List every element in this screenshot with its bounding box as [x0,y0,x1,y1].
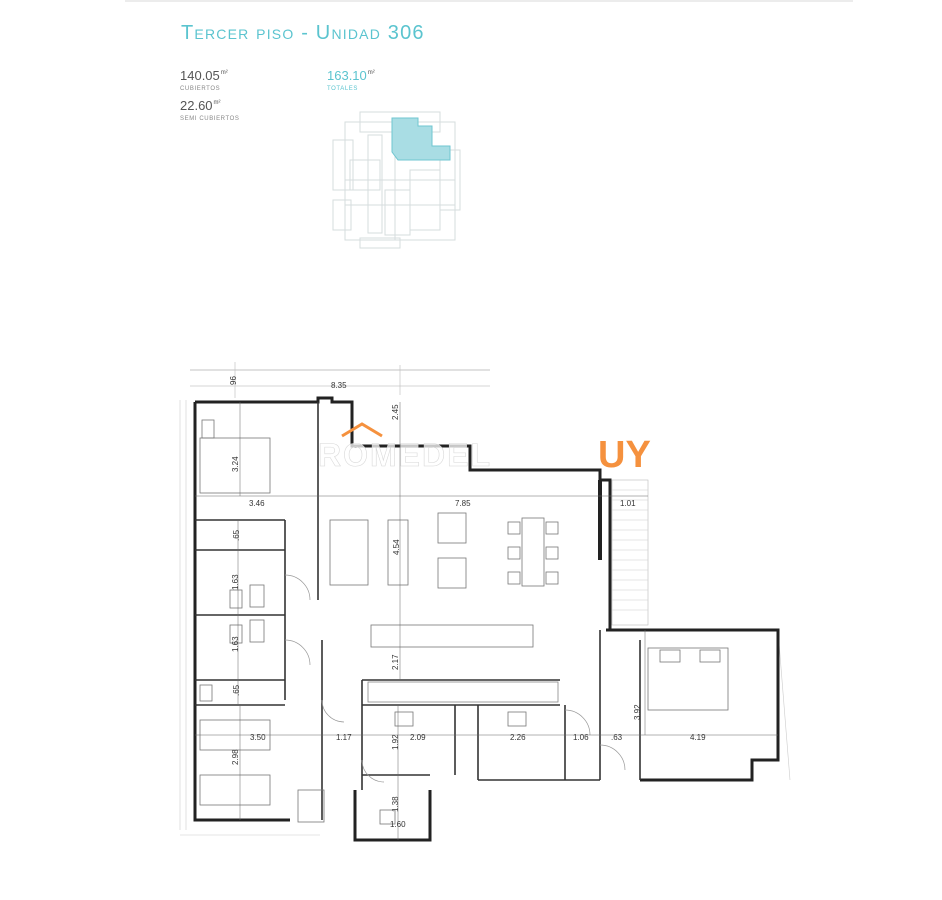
bed-bedroom-1 [199,437,271,494]
armchair-1 [437,512,467,544]
dim-label: 8.35 [331,381,347,390]
dim-label: 1.63 [231,636,240,652]
dim-label: 7.85 [455,499,471,508]
dim-label: 2.09 [410,733,426,742]
dim-label: 1.06 [573,733,589,742]
dim-label: 3.24 [231,456,240,472]
kitchen-island [370,624,534,648]
page-title: Tercer piso - Unidad 306 [181,22,425,44]
dim-label: 2.45 [391,404,400,420]
dim-label: 4.19 [690,733,706,742]
metric-semi-cubiertos: 22.60m² Semi cubiertos [180,98,240,122]
metric-semi-cubiertos-value: 22.60 [180,98,213,113]
main-plan [179,362,791,842]
coffee-table [387,519,409,586]
dim-label: 1.63 [231,574,240,590]
furniture [199,419,729,825]
house-roof-icon [341,422,383,438]
metric-totales: 163.10m² Totales [327,68,375,92]
sofa [329,519,369,586]
door-swings [284,574,626,783]
dim-label: 3.50 [250,733,266,742]
dim-label: .65 [232,684,241,696]
metric-cubiertos: 140.05m² Cubiertos [180,68,228,92]
dim-label: 1.38 [391,796,400,812]
key-plan-unit-highlight [391,117,451,161]
bed-bedroom-3 [199,774,271,806]
watermark-suffix: UY [598,434,651,476]
metric-totales-value: 163.10 [327,68,367,83]
top-divider [125,0,853,2]
metric-cubiertos-unit: m² [220,69,228,76]
dining-table [521,517,545,587]
dim-label: 1.60 [390,820,406,829]
metric-totales-label: Totales [327,86,358,92]
metric-totales-unit: m² [367,69,375,76]
dim-label: 2.17 [391,654,400,670]
metric-semi-cubiertos-unit: m² [213,99,221,106]
dim-label: 4.54 [392,539,401,555]
metric-cubiertos-value: 140.05 [180,68,220,83]
dim-label: 1.92 [391,734,400,750]
dim-label: 1.01 [620,499,636,508]
dim-label: 1.17 [336,733,352,742]
metric-cubiertos-label: Cubiertos [180,86,221,92]
dimension-labels: 96 8.35 2.45 3.24 3.46 7.85 1.01 .65 4.5… [229,376,706,829]
dim-label: 2.98 [231,749,240,765]
watermark-logo: ROMEDEL UY [318,422,651,476]
terrace-hatch-right [611,479,791,781]
key-plan [332,111,461,249]
metric-semi-cubiertos-label: Semi cubiertos [180,116,240,122]
dim-label: 3.92 [633,704,642,720]
inner-walls [195,402,641,820]
armchair-2 [437,557,467,589]
dim-label: 3.46 [249,499,265,508]
dim-label: 96 [229,376,238,385]
dim-label: .65 [232,529,241,541]
terrace-hatch-top [190,362,490,398]
dim-label: .63 [611,733,623,742]
dim-label: 2.26 [510,733,526,742]
dimension-lines [195,402,778,840]
watermark-text: ROMEDEL [318,437,492,473]
bed-master [647,647,729,711]
terrace-hatch-left [179,400,320,836]
outer-walls [193,396,780,842]
